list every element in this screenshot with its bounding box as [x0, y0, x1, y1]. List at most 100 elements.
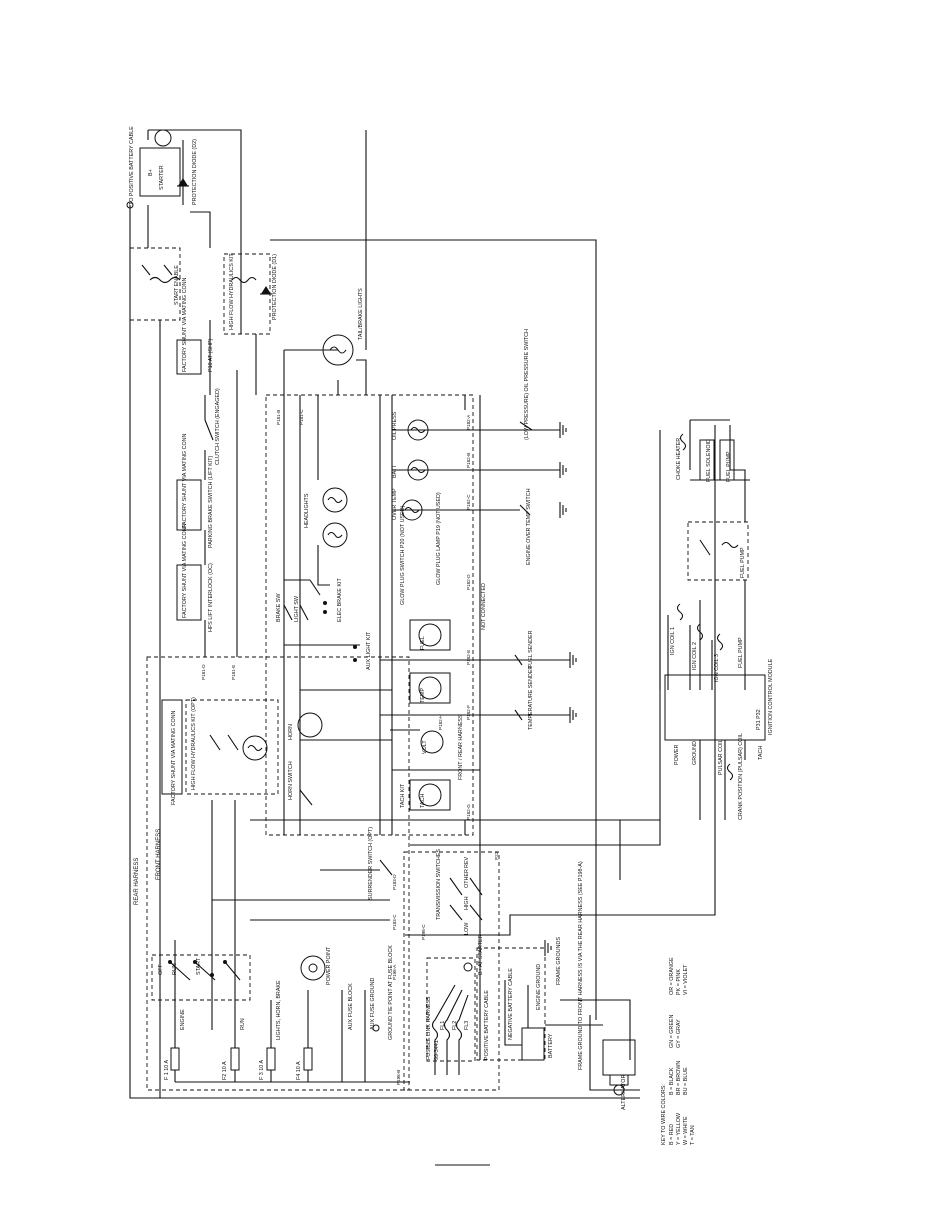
factory-shunt-hfh-box [161, 699, 183, 795]
fuse-f1 [170, 1047, 180, 1071]
connector-labels: P181-B P181-C P181-D P181-E P182-A P182-… [201, 409, 499, 1085]
b-plus-terminal-icon [463, 962, 473, 972]
volt-gauge [420, 730, 444, 754]
lbl-negative-battery-cable: NEGATIVE BATTERY CABLE [508, 968, 514, 1040]
lbl-positive-battery-cable-2: POSITIVE BATTERY CABLE [484, 990, 490, 1060]
fuse-f4 [303, 1047, 313, 1071]
lbl-pulsar-coil: PULSAR COIL [718, 739, 724, 775]
lbl-p31-p32: P31 P32 [756, 709, 762, 730]
battery-terminal-icon [126, 201, 134, 209]
diode-d2-icon [178, 178, 188, 186]
fuel-pump-relay [699, 539, 739, 556]
lbl-protection-diode-d2: PROTECTION DIODE (D2) [192, 139, 198, 205]
lbl-not-connected: NOT CONNECTED [481, 583, 487, 630]
fuse-f2 [230, 1047, 240, 1071]
lbl-fuse-f3: F 3 10 A [259, 1060, 265, 1080]
fusible-link-fl3 [455, 994, 469, 1075]
lbl-protection-diode-d1: PROTECTION DIODE (D1) [272, 254, 278, 320]
lbl-tach-kit: TACH KIT [400, 783, 406, 808]
wire-key-c4-2: VI = VIOLET [683, 964, 689, 995]
lbl-off: OFF [158, 964, 164, 975]
lbl-starter-b-plus: B+ [148, 169, 154, 176]
fuse-f3 [266, 1047, 276, 1071]
ground-symbols [544, 422, 577, 956]
lbl-power: POWER [674, 745, 680, 765]
wire-key-c2-1: BR = BROWN [676, 1061, 682, 1095]
lbl-light-sw: LIGHT SW [294, 595, 300, 622]
ignition-control-module-box [664, 674, 766, 741]
horn-assembly [297, 712, 323, 806]
lbl-fuel-solenoid: FUEL SOLENOID [706, 439, 712, 482]
battery-cables [504, 980, 529, 1046]
choke-heater-group [679, 420, 750, 481]
lbl-engine-over-temp-switch: ENGINE OVER TEMP SWITCH [526, 488, 532, 565]
lbl-volt-gauge: VOLT [422, 740, 428, 754]
starter-assembly [126, 129, 189, 209]
main-wires [129, 129, 746, 1099]
batt-lamp [407, 459, 429, 481]
lbl-glow-plug-lamp: GLOW PLUG LAMP P19 (NOT USED) [436, 492, 442, 585]
wire-key-title: KEY TO WIRE COLORS: [661, 1084, 667, 1145]
wire-color-key: KEY TO WIRE COLORS: B = RED Y = YELLOW W… [661, 957, 696, 1145]
lbl-rear-harness: REAR HARNESS [134, 858, 140, 905]
factory-shunt-hfs-box [176, 564, 202, 621]
lbl-start-enable: START ENABLE [174, 265, 180, 305]
conn-p181-c: P181-C [299, 409, 304, 425]
hfh-kit-2-internals [209, 734, 268, 761]
conn-p198-c: P198-C [421, 924, 426, 940]
lbl-elec-brake-kit: ELEC BRAKE KIT [337, 578, 343, 622]
conn-p182-d: P182-D [466, 574, 471, 590]
conn-p182-f: P182-F [466, 705, 471, 720]
lbl-start: START [196, 957, 202, 975]
lbl-horn-switch: HORN SWITCH [288, 761, 294, 800]
over-temp-lamp [401, 499, 423, 521]
lbl-fuse-f4: F4 10 A [296, 1061, 302, 1080]
headlight-upper [322, 487, 348, 513]
lbl-hfs-lift-interlock: HFS LIFT INTERLOCK (OC) [208, 563, 214, 632]
lbl-ground: GROUND [692, 741, 698, 765]
lbl-rev: REV [464, 857, 470, 868]
temp-gauge [409, 672, 451, 704]
brake-light-switch-symbols [283, 579, 321, 621]
lbl-factory-shunt-hfh: FACTORY SHUNT VIA MATING CONN [171, 710, 177, 805]
wire-key-c1-0: B = RED [669, 1124, 675, 1145]
tach-gauge [409, 779, 451, 811]
front-harness-boundary [146, 656, 410, 1091]
lbl-brake-sw: BRAKE SW [276, 593, 282, 622]
lbl-aux-fuse-block: AUX FUSE BLOCK [348, 983, 354, 1030]
lbl-fl2: FL2 [452, 1021, 458, 1030]
fusible-link-box [426, 957, 476, 1062]
lbl-fuel-pump-right: FUEL PUMP [726, 451, 732, 482]
gauge-wires [284, 429, 660, 821]
fuse-block [170, 990, 410, 1083]
lbl-fuse-f2-desc: RUN [240, 1018, 246, 1030]
lbl-glow-plug-switch: GLOW PLUG SWITCH P20 (NOT USED) [400, 505, 406, 605]
lbl-over-temp: OVER TEMP [392, 488, 398, 520]
lbl-front-rear-harness: FRONT / REAR HARNESS [458, 714, 464, 780]
wire-key-c2-0: B = BLACK [669, 1067, 675, 1095]
lbl-crank-position: CRANK POSITION (PULSAR) COIL [738, 733, 744, 820]
lbl-aux-light-kit: AUX LIGHT KIT [366, 631, 372, 670]
starter-solenoid-icon [154, 129, 172, 147]
lbl-horn: HORN [288, 724, 294, 740]
oil-press-lamp [407, 419, 429, 441]
lbl-aux-fuse-ground: AUX FUSE GROUND [370, 977, 376, 1030]
lbl-fuse-f3-desc: LIGHTS, HORN, BRAKE [276, 980, 282, 1040]
lbl-oil-press: OIL PRESS [392, 411, 398, 440]
wire-key-c3-0: GN = GREEN [669, 1014, 675, 1048]
lbl-low: LOW [464, 922, 470, 935]
lbl-tail-brake-lights: TAIL/BRAKE LIGHTS [358, 288, 364, 340]
lbl-alternator: ALTERNATOR [621, 1075, 627, 1110]
lbl-positive-battery-cable: TO POSITIVE BATTERY CABLE [129, 126, 135, 205]
conn-p198-a: P198-A [392, 964, 397, 980]
conn-p181-b: P181-B [276, 410, 281, 425]
factory-shunt-parking-box [176, 479, 202, 531]
diode-d1-icon [261, 286, 271, 294]
lbl-battery: BATTERY [548, 1033, 554, 1058]
conn-p182-e: P182-E [466, 650, 471, 665]
lbl-choke-heater: CHOKE HEATER [676, 438, 682, 480]
lbl-fuel-sender: FUEL SENDER [528, 630, 534, 668]
ignition-coils [667, 603, 724, 690]
lbl-temperature-sender: TEMPERATURE SENDER [528, 666, 534, 730]
lbl-p10: P10 AT (SHP) [208, 338, 214, 372]
